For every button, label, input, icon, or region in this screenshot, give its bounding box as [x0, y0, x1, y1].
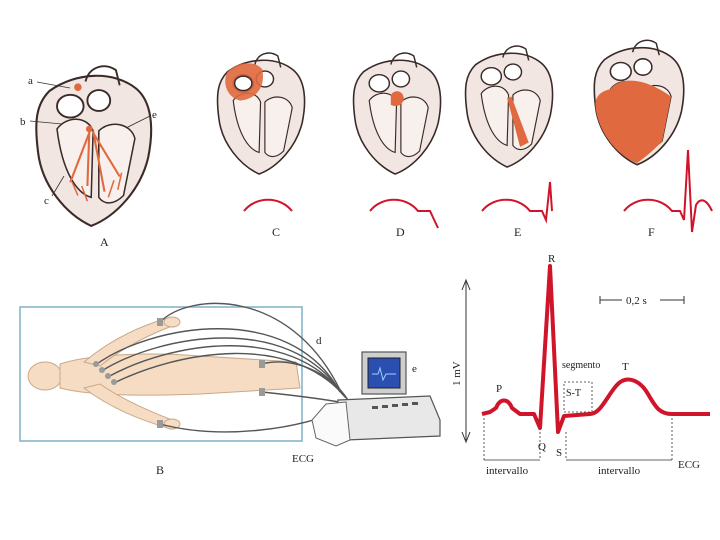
label-c: c	[44, 195, 49, 207]
panel-a-label: A	[100, 235, 109, 249]
trace-e	[482, 182, 552, 220]
segment-label: segmento	[562, 360, 600, 371]
trace-d	[370, 200, 438, 228]
interval-markers	[484, 418, 672, 460]
time-scale-label: 0,2 s	[626, 295, 647, 307]
ecg-trace-label: ECG	[678, 459, 700, 471]
label-e-machine: e	[412, 363, 417, 375]
wave-t-label: T	[622, 361, 629, 373]
amplitude-scale	[462, 280, 470, 442]
st-segment-name: S-T	[566, 388, 581, 399]
heart-f	[594, 40, 683, 164]
label-ecg-printout: ECG	[292, 453, 314, 465]
label-b: b	[20, 116, 26, 128]
label-a: a	[28, 75, 33, 87]
amplitude-label: 1 mV	[451, 361, 463, 386]
ecg-trace	[482, 266, 710, 432]
wave-p-label: P	[496, 383, 502, 395]
heart-a	[36, 66, 151, 226]
trace-c	[244, 200, 292, 211]
panel-f-label: F	[648, 225, 655, 239]
panel-e-label: E	[514, 225, 521, 239]
heart-c	[217, 53, 304, 174]
panel-b-label: B	[156, 463, 164, 477]
wave-q-label: Q	[538, 441, 546, 453]
interval-pr-label: intervallo	[486, 465, 529, 477]
label-d: d	[316, 335, 322, 347]
heart-e	[465, 46, 552, 167]
interval-qt-label: intervallo	[598, 465, 641, 477]
wave-s-label: S	[556, 447, 562, 459]
heart-d	[353, 53, 440, 174]
ecg-machine	[312, 352, 440, 446]
panel-d-label: D	[396, 225, 405, 239]
wave-r-label: R	[548, 253, 556, 265]
panel-c-label: C	[272, 225, 280, 239]
label-e-heart: e	[152, 109, 157, 121]
